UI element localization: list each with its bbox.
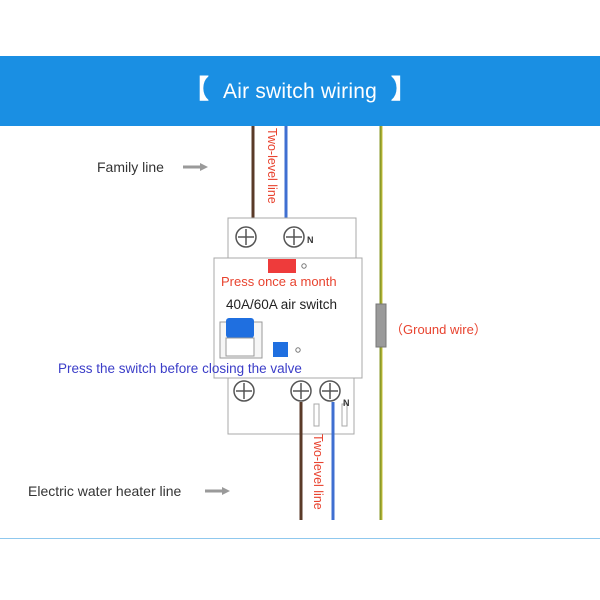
switch-lever-base xyxy=(225,337,255,357)
switch-lever xyxy=(226,318,254,338)
neutral-top-label: N xyxy=(307,235,314,245)
reset-button xyxy=(273,342,288,357)
terminal-screw-bottom-left xyxy=(233,380,255,402)
bracket-left: 【 xyxy=(182,74,210,104)
family-line-label: Family line xyxy=(97,159,164,175)
bottom-divider xyxy=(0,538,600,539)
two-level-line-bottom-label: Two-level line xyxy=(311,434,325,510)
terminal-screw-bottom-right xyxy=(319,380,341,402)
family-line-arrow xyxy=(183,163,208,171)
bottom-tab-left xyxy=(313,403,320,427)
two-level-line-top-label: Two-level line xyxy=(265,128,279,204)
test-indicator xyxy=(301,263,307,269)
heater-line-label: Electric water heater line xyxy=(28,483,182,499)
bottom-tab-right xyxy=(341,403,348,427)
test-button xyxy=(268,259,296,273)
press-once-label: Press once a month xyxy=(221,274,337,289)
press-switch-label: Press the switch before closing the valv… xyxy=(58,361,302,376)
neutral-bottom-label: N xyxy=(343,398,350,408)
device-name-label: 40A/60A air switch xyxy=(226,297,338,312)
page-title: 【 Air switch wiring 】 xyxy=(0,56,600,126)
terminal-screw-bottom-mid xyxy=(290,380,312,402)
heater-line-arrow xyxy=(205,487,230,495)
reset-indicator xyxy=(295,347,301,353)
title-text: Air switch wiring xyxy=(223,80,377,103)
ground-wire-label: （Ground wire） xyxy=(390,322,487,337)
ground-wire-clip xyxy=(375,303,387,348)
bracket-right: 】 xyxy=(390,74,418,104)
title-banner: 【 Air switch wiring 】 xyxy=(0,56,600,126)
terminal-screw-top-right xyxy=(283,226,305,248)
terminal-screw-top-left xyxy=(235,226,257,248)
